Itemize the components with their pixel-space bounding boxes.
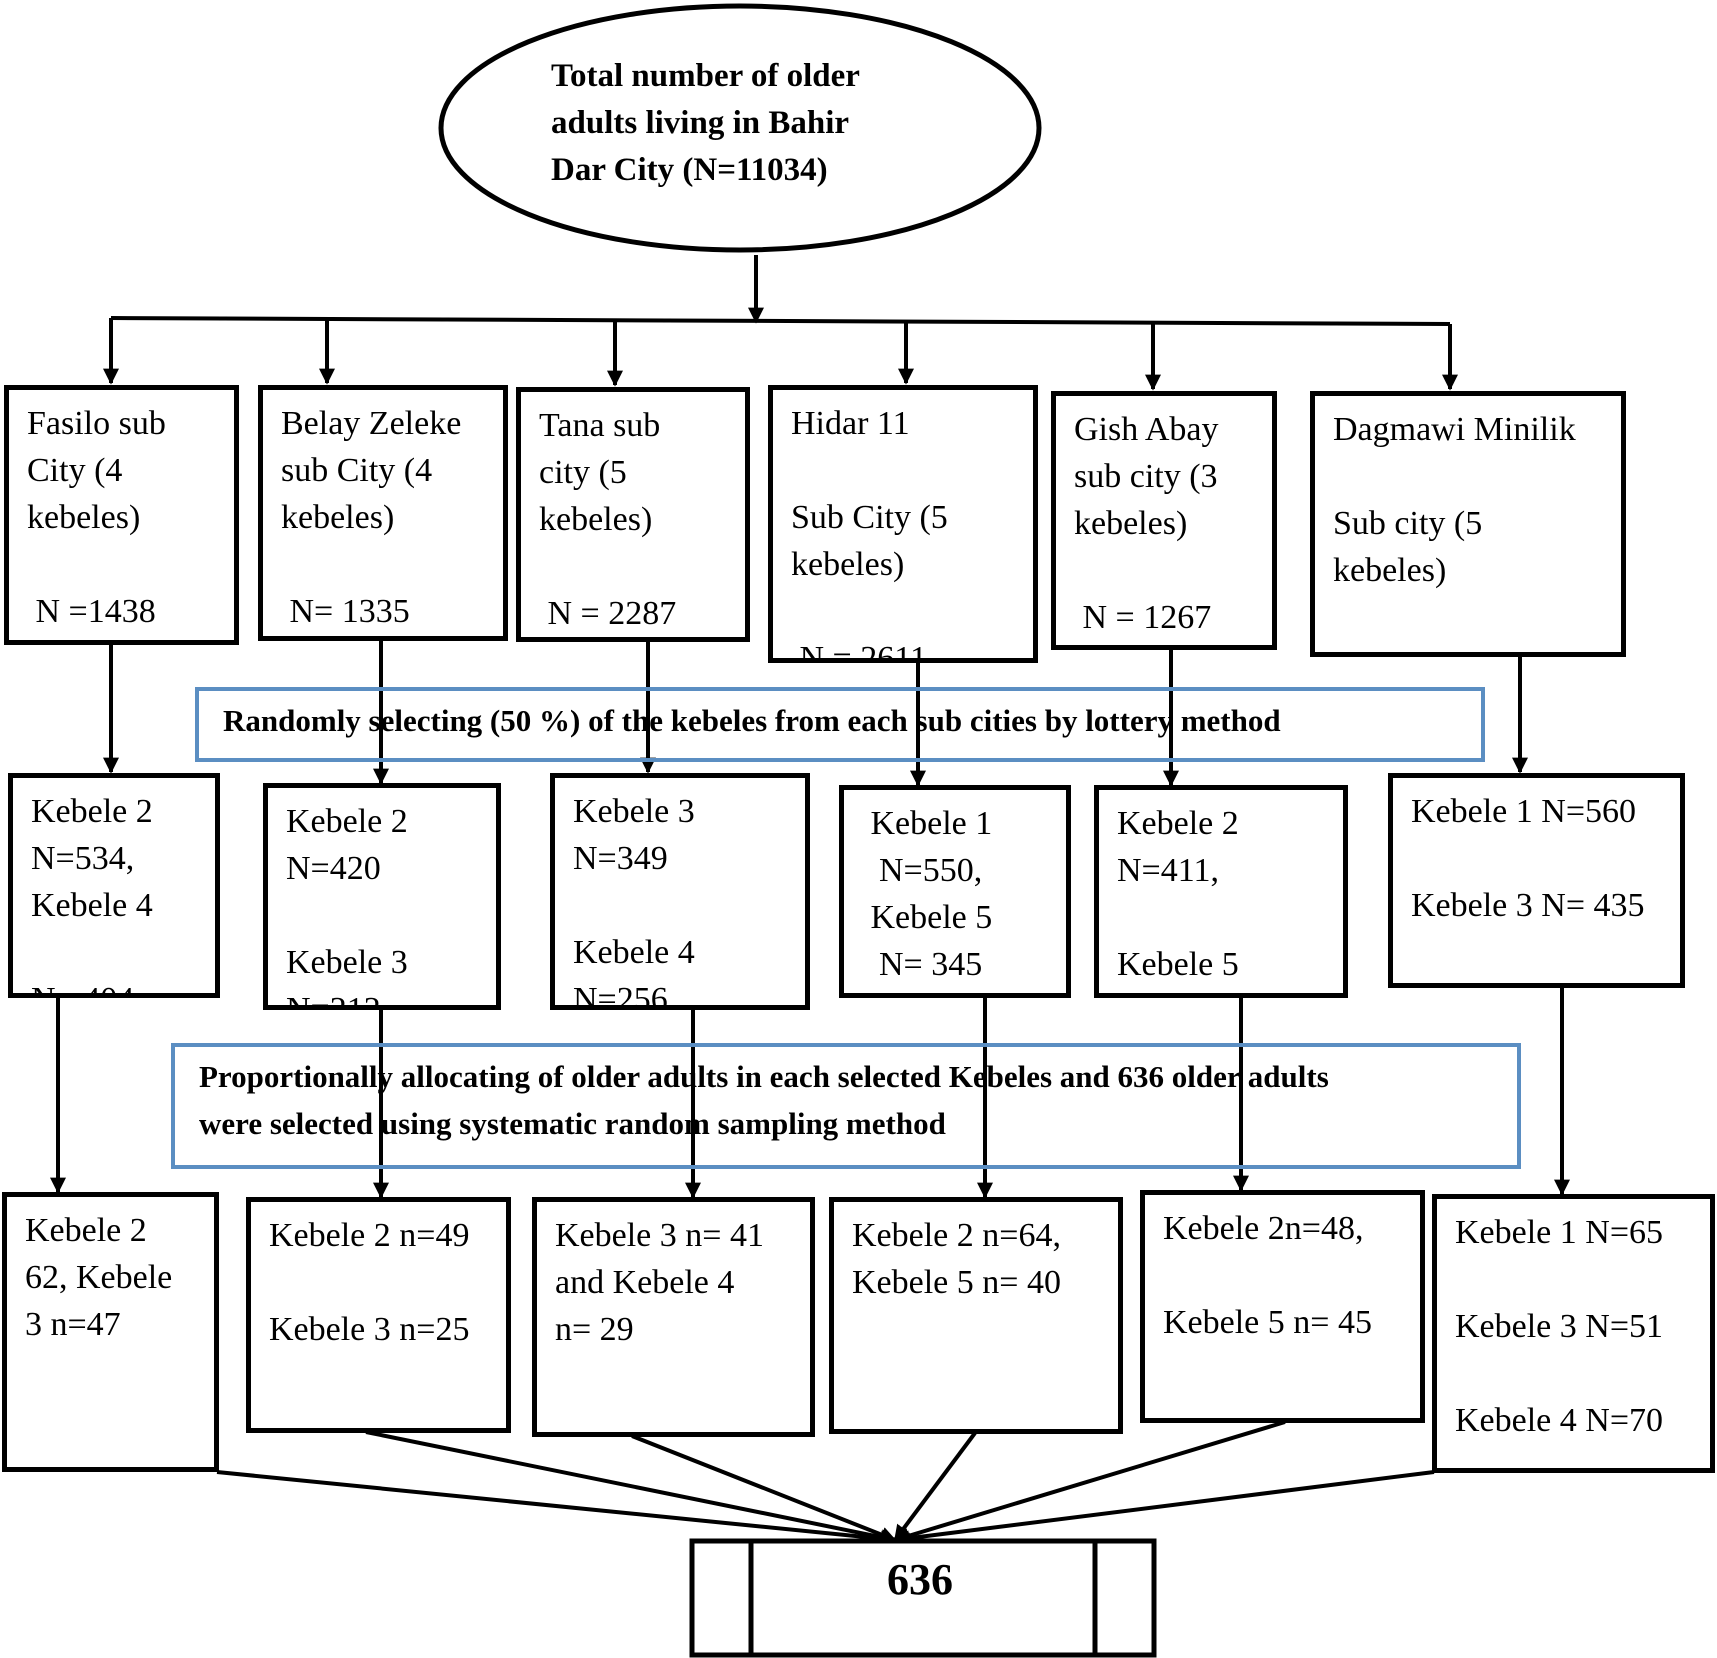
kebeles-dagmawi-minilik-box: Kebele 1 N=560 Kebele 3 N= 435 Kebele 4 …: [1388, 773, 1685, 988]
arrow-to-final-6: [893, 1470, 1435, 1547]
arrow-to-final-1: [216, 1470, 897, 1547]
subcity-dagmawi-minilik-box: Dagmawi Minilik Sub city (5 kebeles) N =…: [1310, 391, 1626, 657]
kebeles-gish-abay-box: Kebele 2 N=411, Kebele 5 N=389: [1094, 785, 1348, 998]
arrow-to-final-5: [893, 1420, 1286, 1544]
arrow-to-final-4: [893, 1431, 977, 1542]
distribution-bus: [110, 316, 1451, 326]
sample-belay-zeleke-box: Kebele 2 n=49 Kebele 3 n=25: [246, 1197, 511, 1433]
arrow-to-final-2: [365, 1430, 897, 1545]
kebeles-tana-box: Kebele 3 N=349 Kebele 4 N=256: [550, 773, 810, 1010]
subcity-fasilo-box: Fasilo sub City (4 kebeles) N =1438: [4, 385, 239, 645]
kebeles-hidar-11-box: Kebele 1 N=550, Kebele 5 N= 345: [839, 785, 1071, 998]
arrow-to-final-3: [631, 1434, 897, 1543]
kebeles-fasilo-box: Kebele 2 N=534, Kebele 4 N= 404: [8, 773, 220, 998]
sample-gish-abay-box: Kebele 2n=48, Kebele 5 n= 45: [1140, 1190, 1425, 1423]
final-sample-total: 636: [887, 1555, 953, 1604]
sample-tana-box: Kebele 3 n= 41 and Kebele 4 n= 29: [532, 1197, 815, 1437]
sample-dagmawi-minilik-box: Kebele 1 N=65 Kebele 3 N=51 Kebele 4 N=7…: [1432, 1194, 1715, 1473]
sample-fasilo-box: Kebele 2 62, Kebele 3 n=47: [2, 1192, 219, 1472]
kebeles-belay-zeleke-box: Kebele 2 N=420 Kebele 3 N=212: [263, 783, 501, 1010]
root-oval: [438, 3, 1042, 253]
subcity-hidar-11-box: Hidar 11 Sub City (5 kebeles) N = 2611: [768, 385, 1038, 663]
subcity-tana-box: Tana sub city (5 kebeles) N = 2287: [516, 387, 750, 642]
root-label: Total number of older adults living in B…: [551, 58, 860, 188]
subcity-belay-zeleke-box: Belay Zeleke sub City (4 kebeles) N= 133…: [258, 385, 508, 641]
sample-hidar-11-box: Kebele 2 n=64, Kebele 5 n= 40: [829, 1197, 1123, 1434]
final-box: [689, 1538, 1157, 1658]
subcity-gish-abay-box: Gish Abay sub city (3 kebeles) N = 1267: [1051, 391, 1277, 650]
lottery-selection-banner: Randomly selecting (50 %) of the kebeles…: [195, 687, 1485, 762]
systematic-sampling-banner: Proportionally allocating of older adult…: [171, 1043, 1521, 1169]
